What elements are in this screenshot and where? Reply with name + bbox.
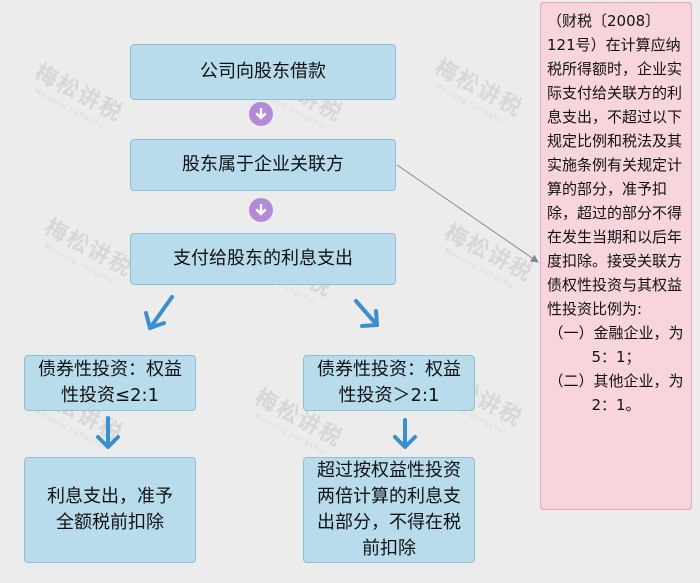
right-condition-text: 债券性投资：权益性投资＞2:1	[317, 358, 461, 406]
flow-step-borrow-text: 公司向股东借款	[200, 60, 326, 82]
right-result-box: 超过按权益性投资两倍计算的利息支出部分，不得在税前扣除	[303, 457, 475, 563]
flow-step-related-party: 股东属于企业关联方	[130, 139, 396, 191]
right-split-arrow-icon	[354, 299, 379, 328]
note-connector-line	[396, 164, 539, 263]
left-split-arrow-icon	[144, 295, 174, 330]
right-result-text: 超过按权益性投资两倍计算的利息支出部分，不得在税前扣除	[317, 459, 461, 560]
left-condition-box: 债券性投资：权益性投资≤2:1	[24, 355, 196, 411]
left-result-text: 利息支出，准予全额税前扣除	[47, 485, 173, 533]
right-condition-box: 债券性投资：权益性投资＞2:1	[303, 355, 475, 411]
flow-step-borrow: 公司向股东借款	[130, 44, 396, 100]
down-arrow-icon	[249, 102, 273, 126]
flow-step-interest: 支付给股东的利息支出	[130, 233, 396, 285]
left-down-arrow-icon	[96, 416, 120, 449]
tax-rule-note-item-1: （一）金融企业，为5：1；	[548, 324, 684, 366]
tax-rule-note: （财税〔2008〕121号）在计算应纳税所得额时，企业实际支付给关联方的利息支出…	[540, 2, 692, 510]
down-arrow-icon	[249, 198, 273, 222]
tax-rule-note-item-2: （二）其他企业，为2：1。	[548, 372, 684, 414]
flow-step-interest-text: 支付给股东的利息支出	[173, 247, 353, 269]
flow-step-related-party-text: 股东属于企业关联方	[182, 153, 344, 175]
left-result-box: 利息支出，准予全额税前扣除	[24, 457, 196, 563]
left-condition-text: 债券性投资：权益性投资≤2:1	[38, 358, 182, 406]
right-down-arrow-icon	[393, 418, 417, 449]
tax-rule-note-main: （财税〔2008〕121号）在计算应纳税所得额时，企业实际支付给关联方的利息支出…	[547, 12, 683, 318]
